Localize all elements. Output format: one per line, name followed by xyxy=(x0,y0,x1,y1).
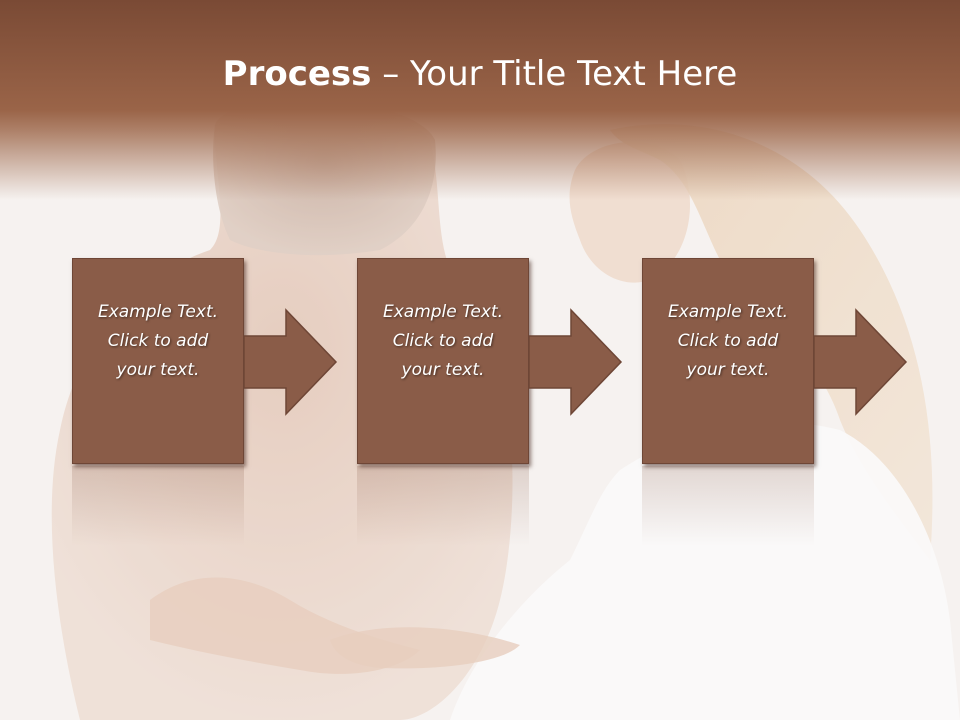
step-1-text: Example Text. Click to add your text. xyxy=(83,298,233,385)
step-1-line-2: Click to add xyxy=(107,330,209,351)
step-reflection xyxy=(72,466,244,546)
step-2-text: Example Text. Click to add your text. xyxy=(368,298,518,385)
step-3-text: Example Text. Click to add your text. xyxy=(653,298,803,385)
title-bold: Process xyxy=(222,54,372,94)
step-3-line-1: Example Text. xyxy=(667,301,789,322)
step-box-3[interactable]: Example Text. Click to add your text. xyxy=(642,258,814,464)
slide-title[interactable]: Process – Your Title Text Here xyxy=(0,52,960,96)
step-box-2[interactable]: Example Text. Click to add your text. xyxy=(357,258,529,464)
step-3-arrow-icon xyxy=(814,308,908,416)
step-1-arrow-icon xyxy=(244,308,338,416)
step-1-line-1: Example Text. xyxy=(97,301,219,322)
step-reflection xyxy=(642,466,814,546)
step-2-line-3: your text. xyxy=(401,359,485,380)
step-2-line-2: Click to add xyxy=(392,330,494,351)
step-2-arrow-icon xyxy=(529,308,623,416)
step-3-line-3: your text. xyxy=(686,359,770,380)
step-2-line-1: Example Text. xyxy=(382,301,504,322)
step-reflection xyxy=(357,466,529,546)
title-separator: – xyxy=(371,54,411,94)
step-3-line-2: Click to add xyxy=(677,330,779,351)
step-box-1[interactable]: Example Text. Click to add your text. xyxy=(72,258,244,464)
title-band xyxy=(0,0,960,200)
title-rest: Your Title Text Here xyxy=(410,54,738,94)
step-1-line-3: your text. xyxy=(116,359,200,380)
